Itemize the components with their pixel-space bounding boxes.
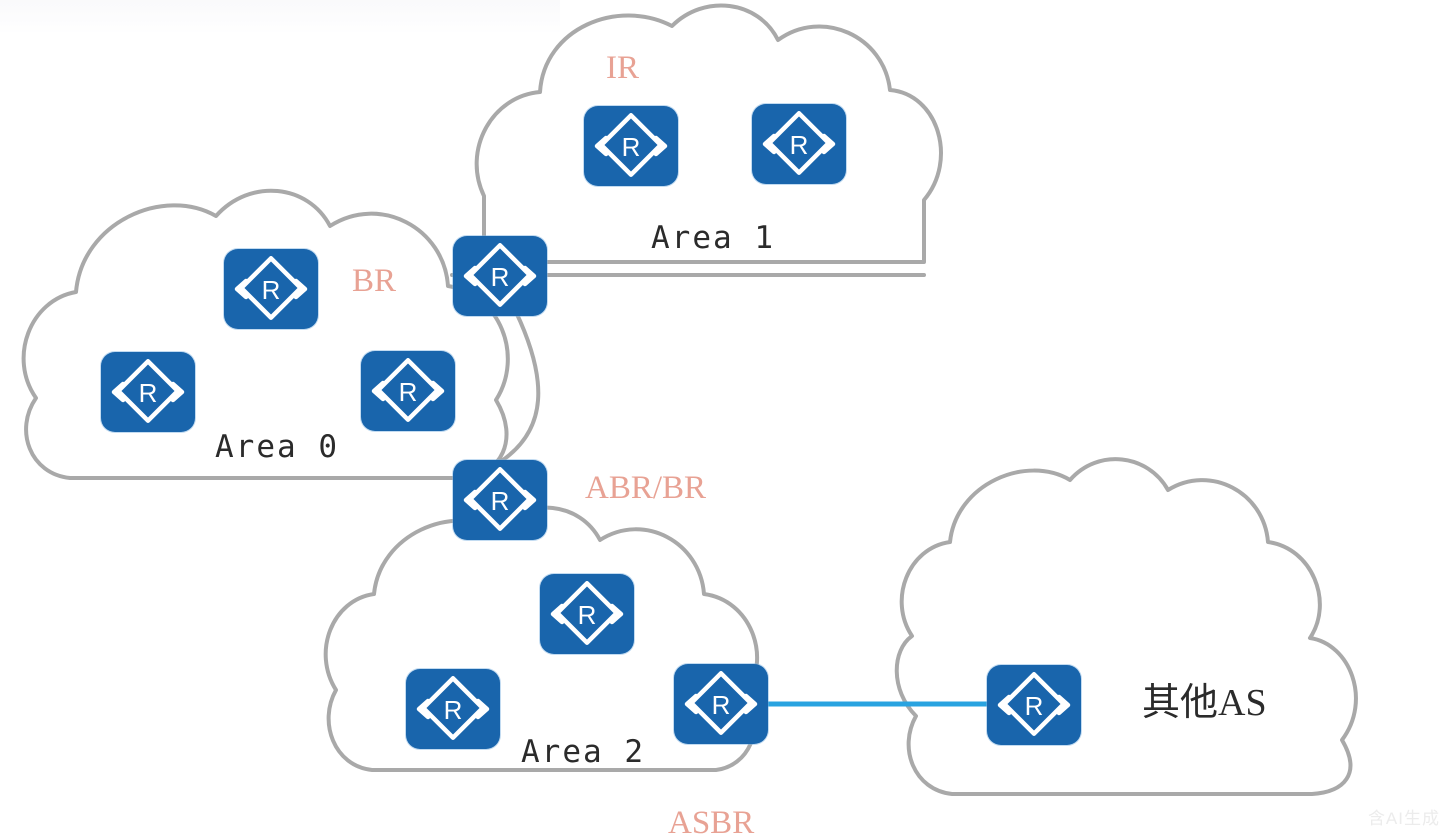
cloud-outline-area1 bbox=[474, 3, 943, 264]
router-area0-r3[interactable]: R bbox=[361, 351, 455, 431]
role-label-asbr: ASBR bbox=[668, 805, 755, 835]
svg-text:R: R bbox=[491, 486, 510, 516]
router-icon: R bbox=[550, 581, 624, 645]
router-icon: R bbox=[594, 113, 668, 177]
router-icon: R bbox=[234, 256, 308, 320]
router-area0-r2[interactable]: R bbox=[101, 352, 195, 432]
svg-text:R: R bbox=[399, 377, 418, 407]
router-area1-r1[interactable]: R bbox=[584, 106, 678, 186]
svg-text:R: R bbox=[578, 600, 597, 630]
label-other-as: 其他AS bbox=[1142, 682, 1267, 724]
role-label-ir: IR bbox=[606, 50, 639, 86]
router-area1-r2[interactable]: R bbox=[752, 104, 846, 184]
svg-text:R: R bbox=[1025, 691, 1044, 721]
router-icon: R bbox=[997, 672, 1071, 736]
router-abr-br[interactable]: R bbox=[453, 460, 547, 540]
svg-text:R: R bbox=[790, 130, 809, 160]
router-area0-r1[interactable]: R bbox=[224, 249, 318, 329]
router-area2-r2[interactable]: R bbox=[406, 669, 500, 749]
router-br[interactable]: R bbox=[453, 236, 547, 316]
router-icon: R bbox=[684, 671, 758, 735]
svg-text:R: R bbox=[712, 690, 731, 720]
cloud-outline-other-as bbox=[894, 457, 1358, 796]
area-label-area2: Area 2 bbox=[521, 734, 645, 770]
link-br-to-abrbr bbox=[498, 310, 541, 464]
router-icon: R bbox=[416, 676, 490, 740]
watermark: 含AI生成 bbox=[1367, 809, 1440, 828]
router-icon: R bbox=[762, 111, 836, 175]
svg-text:R: R bbox=[262, 275, 281, 305]
area-label-area0: Area 0 bbox=[215, 429, 339, 465]
router-asbr[interactable]: R bbox=[674, 664, 768, 744]
role-label-abr-br: ABR/BR bbox=[585, 470, 707, 506]
router-icon: R bbox=[111, 359, 185, 423]
svg-text:R: R bbox=[444, 695, 463, 725]
router-icon: R bbox=[463, 467, 537, 531]
svg-text:R: R bbox=[491, 262, 510, 292]
area-label-area1: Area 1 bbox=[651, 220, 775, 256]
svg-text:R: R bbox=[139, 378, 158, 408]
router-other-as[interactable]: R bbox=[987, 665, 1081, 745]
role-label-br: BR bbox=[352, 263, 397, 299]
router-area2-r1[interactable]: R bbox=[540, 574, 634, 654]
svg-text:R: R bbox=[622, 132, 641, 162]
router-icon: R bbox=[371, 358, 445, 422]
router-icon: R bbox=[463, 243, 537, 307]
